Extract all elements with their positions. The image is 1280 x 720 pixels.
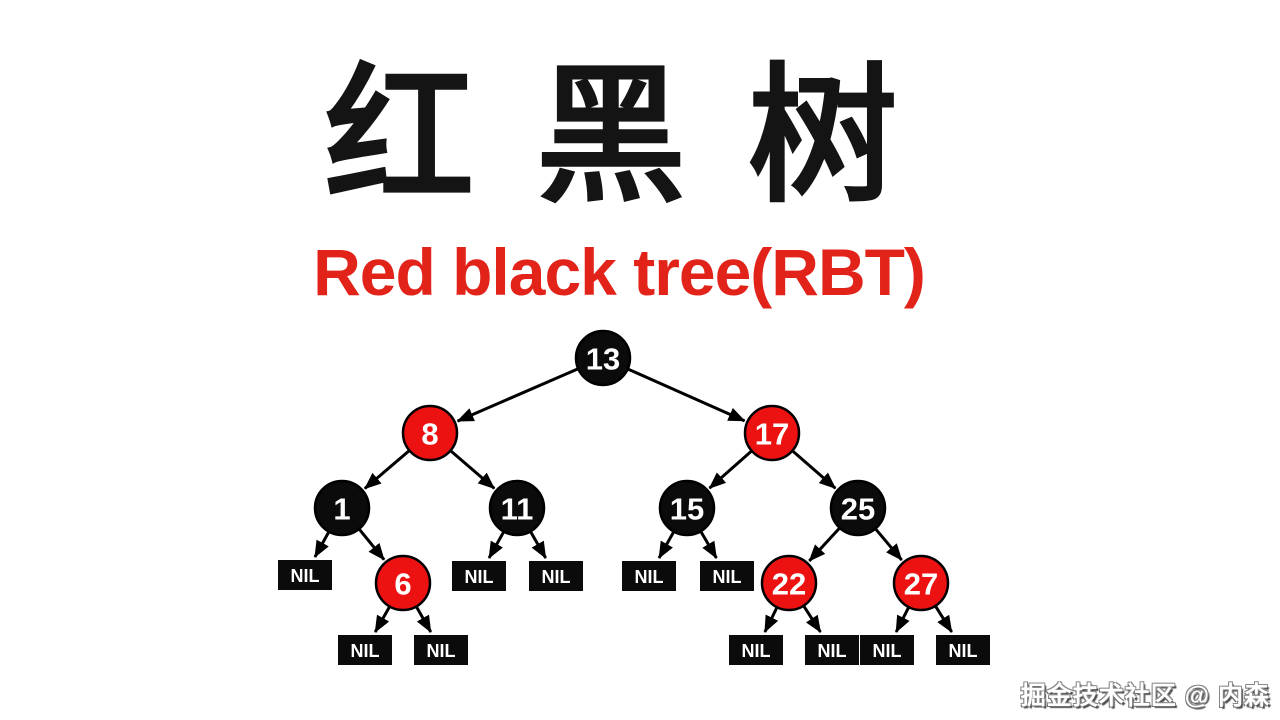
tree-node-6: 6 [374,554,432,612]
tree-edge-8-1 [363,450,410,490]
tree-node-27: 27 [892,554,950,612]
tree-node-label: 1 [333,492,350,527]
nil-leaf-nil-6R: NIL [414,635,468,665]
nil-leaf-nil-1L: NIL [278,560,332,590]
tree-node-label: 22 [772,567,806,602]
tree-edge-17-15 [708,450,752,490]
nil-leaf-nil-15R: NIL [700,561,754,591]
tree-edge-13-8 [456,367,578,423]
nil-label: NIL [465,567,494,587]
nil-label: NIL [713,567,742,587]
tree-edge-11-nil-11L [487,531,505,559]
tree-edge-6-nil-6L [373,606,391,633]
nil-leaf-nil-11R: NIL [529,561,583,591]
tree-edge-17-25 [792,450,837,490]
page-title: 红 黑 树 [324,52,908,220]
tree-edge-1-6 [358,528,386,561]
nil-label: NIL [351,641,380,661]
tree-node-17: 17 [743,404,801,462]
nil-label: NIL [291,566,320,586]
nil-label: NIL [742,641,771,661]
nil-leaf-nil-22L: NIL [729,635,783,665]
tree-edge-25-27 [874,528,903,561]
nil-leaf-nil-6L: NIL [338,635,392,665]
nil-leaf-nil-22R: NIL [805,635,859,665]
tree-edge-22-nil-22R [802,605,822,633]
nil-leaf-nil-27R: NIL [936,635,990,665]
tree-node-25: 25 [829,479,887,537]
tree-node-label: 11 [501,492,534,527]
tree-node-label: 8 [421,417,438,452]
tree-edge-15-nil-15R [699,531,718,559]
page-subtitle: Red black tree(RBT) [313,235,926,309]
nil-label: NIL [818,641,847,661]
tree-edge-6-nil-6R [415,606,433,633]
tree-edge-1-nil-1L [313,531,330,558]
tree-node-label: 6 [394,567,411,602]
nil-leaf-nil-27L: NIL [860,635,914,665]
tree-node-22: 22 [760,554,818,612]
nil-leaf-nil-11L: NIL [452,561,506,591]
tree-node-8: 8 [401,404,459,462]
tree-edge-15-nil-15L [657,531,675,559]
tree-node-13: 13 [574,329,632,387]
nil-label: NIL [635,567,664,587]
watermark: 掘金技术社区 @ 内森 [1020,682,1270,710]
tree-node-15: 15 [658,479,716,537]
tree-node-label: 17 [755,417,789,452]
tree-node-label: 15 [670,492,704,527]
nil-label: NIL [949,641,978,661]
tree-node-label: 13 [586,342,620,377]
tree-edge-22-nil-22L [763,607,779,633]
tree-node-1: 1 [313,479,371,537]
nil-leaf-nil-15L: NIL [622,561,676,591]
tree-edge-27-nil-27L [894,607,910,633]
tree-node-label: 27 [904,567,938,602]
tree-node-11: 11 [488,479,546,537]
tree-edge-11-nil-11R [529,531,547,559]
nil-label: NIL [542,567,571,587]
tree-edge-8-11 [450,450,496,490]
nil-label: NIL [427,641,456,661]
tree-edge-27-nil-27R [934,605,953,633]
tree-node-label: 25 [841,492,875,527]
tree-edge-13-17 [627,367,746,423]
nil-label: NIL [873,641,902,661]
tree-edge-25-22 [808,527,841,562]
